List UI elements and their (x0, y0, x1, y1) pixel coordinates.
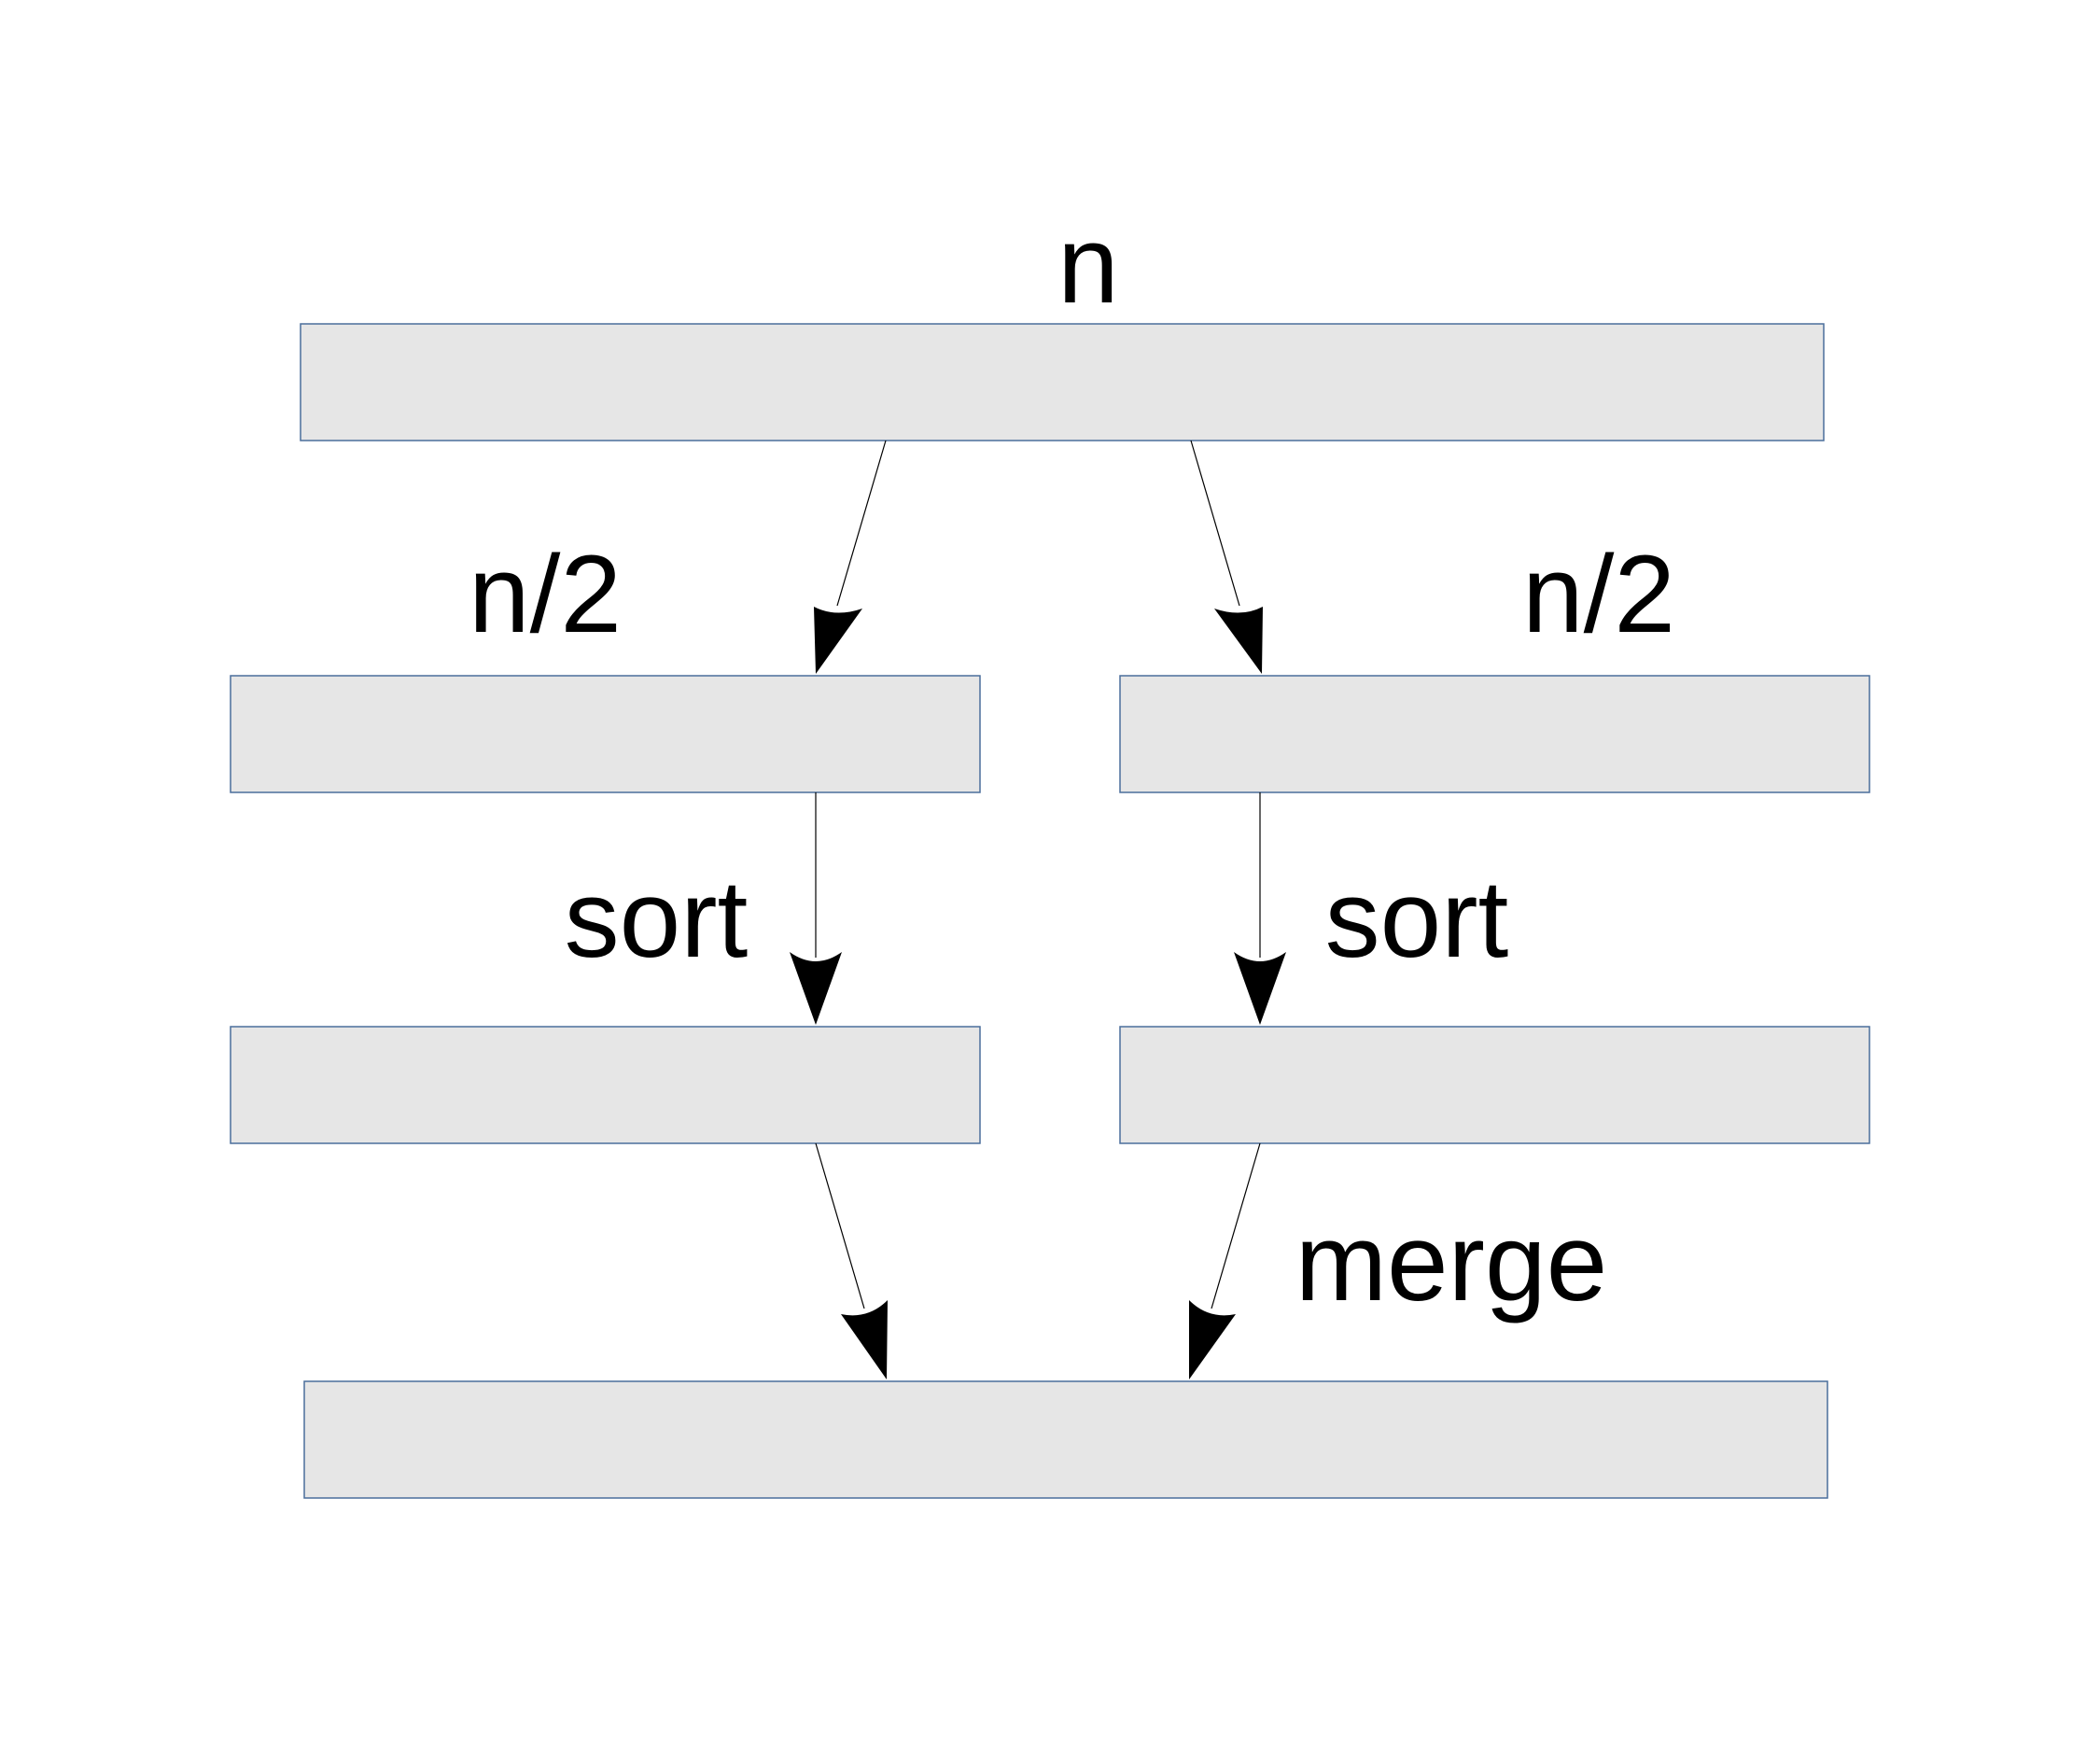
left-half-box (230, 675, 981, 793)
right-half-box (1119, 675, 1870, 793)
label-right-half: n/2 (1522, 533, 1675, 656)
merge-left-line (815, 1142, 865, 1309)
label-n: n (1057, 203, 1119, 327)
split-left-arrowhead (814, 607, 862, 674)
left-sorted-box (230, 1026, 981, 1144)
merged-box (303, 1380, 1828, 1499)
split-left-line (836, 440, 887, 607)
merge-left-arrowhead (841, 1300, 888, 1379)
split-right-line (1190, 440, 1240, 607)
split-right-arrowhead (1214, 607, 1263, 674)
label-merge: merge (1295, 1201, 1607, 1324)
right-sorted-box (1119, 1026, 1870, 1144)
sort-right-arrowhead (1234, 952, 1286, 1025)
merge-right-line (1211, 1142, 1261, 1309)
label-right-sort: sort (1325, 858, 1509, 981)
label-left-half: n/2 (469, 533, 622, 656)
label-left-sort: sort (565, 858, 749, 981)
sort-left-arrowhead (790, 952, 842, 1025)
merge-right-arrowhead (1189, 1300, 1236, 1379)
array-box-n (300, 323, 1825, 441)
